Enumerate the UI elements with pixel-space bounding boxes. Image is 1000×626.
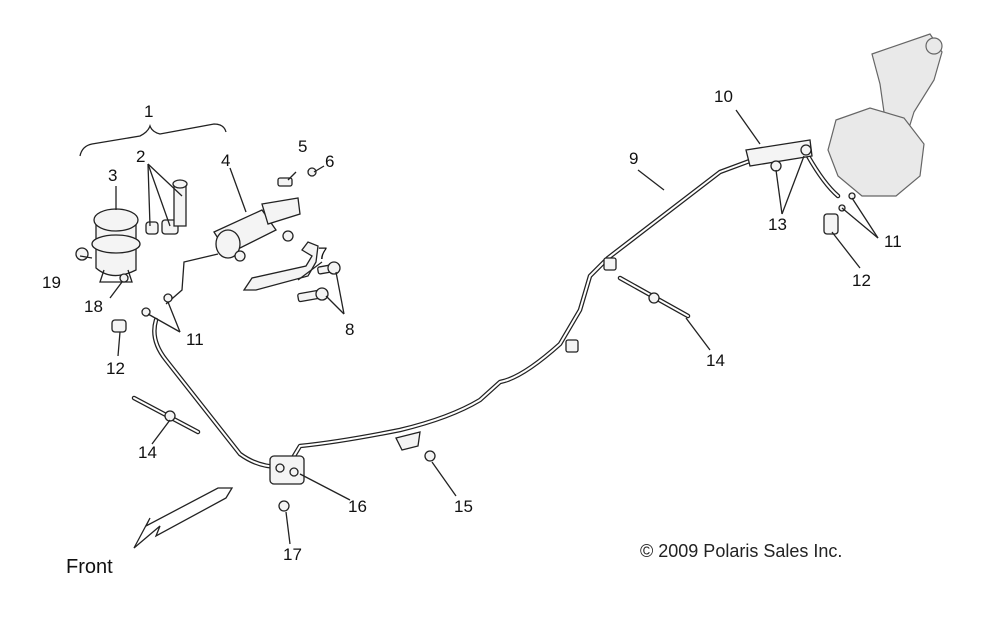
brake-line	[152, 143, 841, 469]
nut-part	[119, 273, 129, 283]
callout-11-left: 11	[186, 330, 204, 349]
callout-3: 3	[108, 166, 118, 185]
callout-16: 16	[348, 497, 367, 516]
callout-2: 2	[136, 147, 146, 166]
copyright-notice: © 2009 Polaris Sales Inc.	[640, 541, 843, 561]
callout-11-right: 11	[884, 232, 902, 251]
nut-part	[424, 450, 436, 462]
clip-part	[307, 167, 317, 177]
callout-12-left: 12	[106, 359, 125, 378]
nut-part	[278, 500, 290, 512]
brake-caliper	[827, 33, 943, 197]
callout-8: 8	[345, 320, 355, 339]
leader-lines	[79, 109, 879, 545]
callout-4: 4	[221, 151, 231, 170]
callout-19: 19	[42, 273, 61, 292]
bolt-part	[770, 160, 782, 172]
front-arrow-icon	[133, 487, 234, 549]
bolts	[297, 261, 341, 303]
callout-13: 13	[768, 215, 787, 234]
callout-10: 10	[714, 87, 733, 106]
line-clip	[395, 431, 421, 451]
mounting-bracket	[745, 139, 813, 167]
banjo-bolt	[111, 319, 127, 333]
callout-7: 7	[318, 244, 328, 263]
front-label: Front	[66, 556, 113, 578]
brake-fluid-reservoir	[91, 208, 141, 283]
fitting-parts	[145, 179, 188, 235]
bolt-part	[800, 144, 812, 156]
callout-5: 5	[298, 137, 308, 156]
junction-block	[269, 455, 305, 485]
bolt-part	[75, 247, 89, 261]
callout-14-right: 14	[706, 351, 725, 370]
washer-part	[163, 293, 173, 303]
line-clip	[565, 339, 579, 353]
callout-9: 9	[629, 149, 639, 168]
callout-14-left: 14	[138, 443, 157, 462]
callout-18: 18	[84, 297, 103, 316]
callout-17: 17	[283, 545, 302, 564]
callout-1: 1	[144, 102, 154, 121]
callout-15: 15	[454, 497, 473, 516]
callout-12-right: 12	[852, 271, 871, 290]
master-cylinder	[213, 197, 301, 262]
banjo-bolt	[823, 213, 839, 235]
bracket-plate	[242, 241, 319, 291]
pin-part	[277, 177, 293, 187]
line-clip	[603, 257, 617, 271]
group-bracket	[79, 123, 227, 157]
callout-6: 6	[325, 152, 335, 171]
